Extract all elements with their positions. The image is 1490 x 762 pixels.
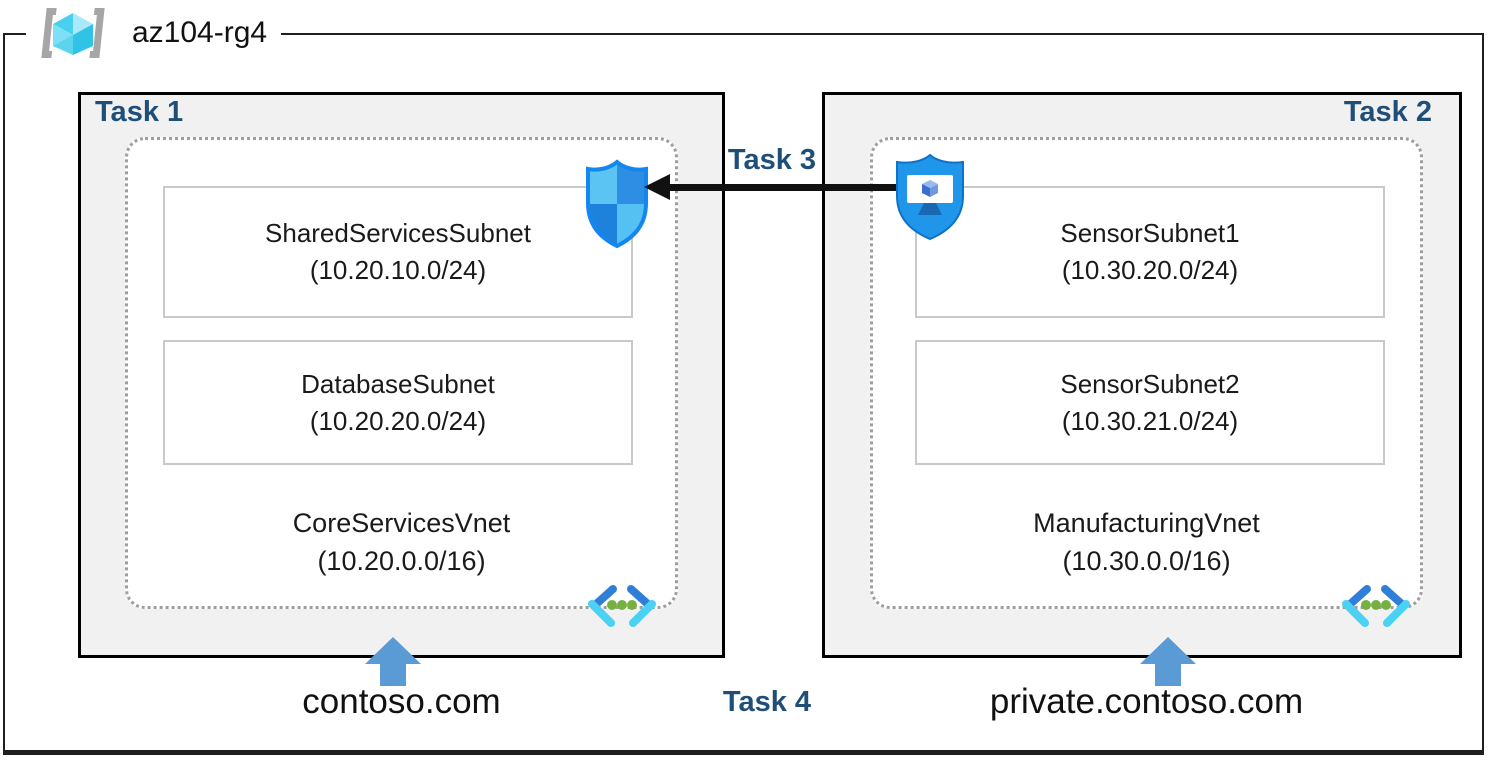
resource-group-cube-icon [40, 5, 106, 61]
subnet-cidr: (10.20.10.0/24) [309, 255, 487, 285]
subnet-name: SharedServicesSubnet [265, 218, 531, 249]
vnet-cidr: (10.20.0.0/16) [317, 545, 486, 576]
sensor-subnet2-box: SensorSubnet2 (10.30.21.0/24) [915, 340, 1385, 465]
subnet-cidr: (10.20.20.0/24) [309, 405, 487, 436]
resource-group-legend: az104-rg4 [26, 0, 282, 66]
resource-group-frame [3, 33, 1484, 755]
subnet-cidr: (10.30.20.0/24) [1061, 255, 1239, 285]
nsg-shield-icon [584, 157, 650, 251]
virtual-network-chevrons-icon [1340, 583, 1412, 629]
task2-label: Task 2 [1343, 96, 1432, 128]
blue-up-arrow-stem [380, 663, 406, 686]
vnet-cidr: (10.30.0.0/16) [1062, 545, 1231, 576]
shared-services-subnet-box: SharedServicesSubnet (10.20.10.0/24) [163, 186, 633, 318]
database-subnet-box: DatabaseSubnet (10.20.20.0/24) [163, 340, 633, 465]
blue-up-arrow-stem [1155, 663, 1181, 686]
blue-up-arrow-head [365, 637, 421, 664]
sensor-subnet1-box: SensorSubnet1 (10.30.20.0/24) [915, 186, 1385, 318]
subnet-name: SensorSubnet2 [1060, 368, 1240, 399]
bastion-shield-monitor-icon [892, 151, 968, 243]
contoso-dns-label: contoso.com [302, 682, 501, 721]
core-services-vnet-label: CoreServicesVnet (10.20.0.0/16) [125, 505, 678, 581]
manufacturing-vnet-label: ManufacturingVnet (10.30.0.0/16) [870, 505, 1423, 581]
subnet-cidr: (10.30.21.0/24) [1061, 405, 1239, 436]
vnet-name: ManufacturingVnet [1033, 508, 1260, 538]
black-left-arrow-head [644, 174, 670, 200]
subnet-name: DatabaseSubnet [301, 368, 495, 399]
task3-label: Task 3 [727, 144, 817, 176]
virtual-network-chevrons-icon [586, 583, 658, 629]
blue-up-arrow-head [1140, 637, 1196, 664]
task4-label: Task 4 [722, 686, 812, 718]
black-left-arrow-line [665, 184, 896, 191]
task1-label: Task 1 [95, 96, 184, 128]
resource-group-title: az104-rg4 [132, 16, 268, 49]
private-contoso-dns-label: private.contoso.com [989, 682, 1304, 721]
subnet-name: SensorSubnet1 [1060, 218, 1240, 249]
vnet-name: CoreServicesVnet [292, 508, 511, 538]
